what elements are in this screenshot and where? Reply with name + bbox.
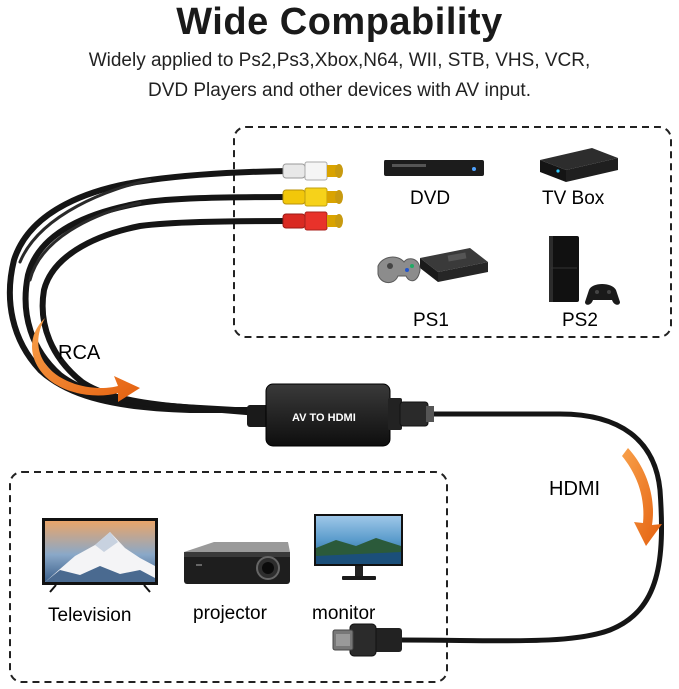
monitor-label: monitor — [312, 603, 376, 624]
television-icon — [42, 518, 158, 593]
rca-plug-white — [282, 161, 343, 181]
ps2-label: PS2 — [562, 310, 598, 331]
page-title: Wide Compability — [176, 1, 503, 43]
hdmi-arrow-icon — [622, 448, 662, 546]
hdmi-cable — [399, 411, 664, 644]
rca-cables — [6, 168, 291, 417]
projector-label: projector — [193, 603, 268, 624]
hdmi-plug — [332, 623, 402, 657]
source-devices-box — [233, 126, 672, 338]
subtitle-line-2: DVD Players and other devices with AV in… — [147, 80, 531, 101]
tv-box-label: TV Box — [542, 188, 605, 209]
converter-label: AV TO HDMI — [292, 412, 356, 424]
rca-label: RCA — [58, 342, 101, 364]
rca-plug-yellow — [282, 187, 343, 207]
rca-plug-red — [282, 211, 343, 231]
ps1-console-icon — [377, 248, 488, 283]
monitor-icon — [314, 514, 403, 580]
ps1-label: PS1 — [413, 310, 449, 331]
ps2-console-icon — [549, 236, 620, 305]
projector-icon — [184, 542, 290, 584]
dvd-label: DVD — [410, 188, 450, 209]
rca-arrow-icon — [32, 318, 141, 402]
subtitle-line-1: Widely applied to Ps2,Ps3,Xbox,N64, WII,… — [88, 50, 591, 71]
television-label: Television — [48, 605, 131, 626]
av-to-hdmi-converter — [247, 383, 434, 447]
dvd-player-icon — [384, 160, 484, 176]
tv-box-icon — [540, 148, 618, 182]
hdmi-label: HDMI — [549, 478, 600, 500]
display-devices-box — [9, 471, 448, 683]
